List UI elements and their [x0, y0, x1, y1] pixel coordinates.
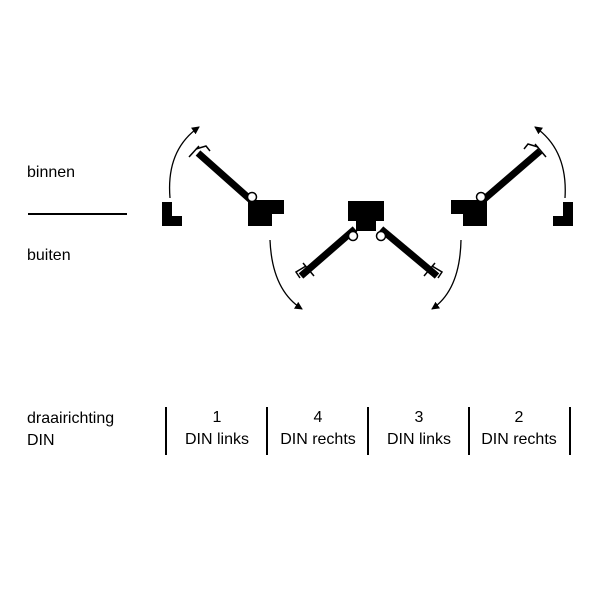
leaf-handle	[423, 262, 444, 279]
column-number: 1	[212, 409, 222, 426]
column-name: DIN links	[386, 431, 451, 448]
direction-label-line2: DIN	[27, 432, 55, 449]
column-name: DIN rechts	[280, 431, 356, 448]
din-column-3: 3 DIN links	[369, 407, 469, 451]
door-leaf	[378, 226, 440, 279]
column-number: 3	[414, 409, 424, 426]
door-3-din-left	[375, 226, 462, 310]
door-1-din-left	[162, 126, 284, 226]
hinge	[475, 191, 487, 203]
door-2-din-right	[451, 126, 573, 226]
door-leaf	[298, 226, 358, 279]
inside-label: binnen	[27, 164, 76, 181]
din-column-2: 2 DIN rechts	[469, 407, 569, 451]
swing-arc	[534, 126, 566, 199]
column-separator	[165, 407, 167, 455]
direction-label-line1: draairichting	[27, 410, 115, 427]
leaf-handle	[523, 143, 547, 158]
frame-left	[162, 202, 182, 226]
outside-label: buiten	[27, 247, 71, 264]
din-column-1: 1 DIN links	[167, 407, 267, 451]
frame-center	[348, 201, 384, 231]
leaf-handle	[294, 262, 315, 279]
column-number: 4	[313, 409, 323, 426]
column-number: 2	[514, 409, 524, 426]
column-name: DIN rechts	[481, 431, 557, 448]
swing-arc	[269, 239, 303, 310]
column-separator	[367, 407, 369, 455]
column-name: DIN links	[184, 431, 249, 448]
column-separator	[266, 407, 268, 455]
door-4-din-right	[269, 226, 359, 310]
column-separator	[569, 407, 571, 455]
frame-right	[553, 202, 573, 226]
column-separator	[468, 407, 470, 455]
door-leaf	[479, 148, 543, 204]
hinge	[347, 230, 359, 242]
hinge	[375, 230, 387, 242]
swing-arc	[168, 126, 200, 199]
leaf-handle	[188, 145, 211, 158]
swing-arc	[431, 239, 462, 310]
hinge	[246, 191, 258, 203]
frame-left	[451, 200, 487, 226]
door-leaf	[195, 150, 255, 204]
din-column-4: 4 DIN rechts	[268, 407, 368, 451]
frame-right	[248, 200, 284, 226]
